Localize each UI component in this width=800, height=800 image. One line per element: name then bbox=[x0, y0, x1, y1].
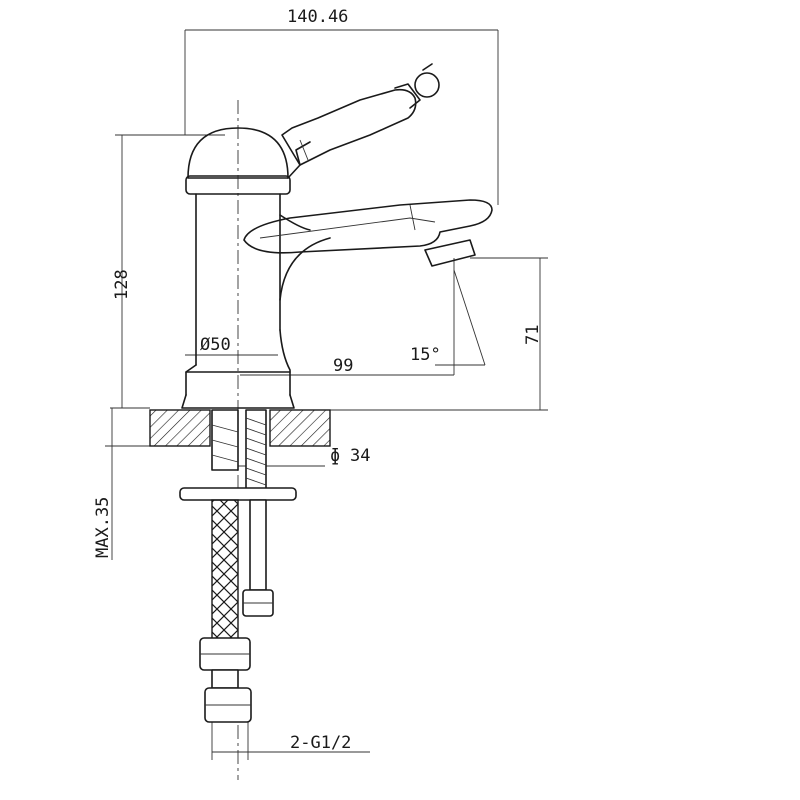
dimension-lines bbox=[105, 29, 548, 780]
base-flange bbox=[181, 394, 295, 409]
hole-diameter-label: 34 bbox=[350, 446, 370, 466]
handle-knob bbox=[414, 72, 440, 98]
hose-connector bbox=[211, 669, 239, 689]
faucet-body bbox=[181, 127, 331, 409]
max-deck-label: MAX.35 bbox=[93, 497, 113, 558]
mounting-rod-lower bbox=[249, 499, 267, 591]
spout-neck-curve bbox=[279, 237, 331, 301]
handle-body bbox=[281, 88, 417, 166]
base-diameter-label: Ø50 bbox=[200, 335, 231, 355]
dimension-labels: 140.46 128 Ø50 99 71 15° ɸ 34 MAX.35 2-G… bbox=[93, 7, 543, 753]
spout-neck-top bbox=[279, 214, 311, 231]
inlet-thread-label: 2-G1/2 bbox=[290, 733, 351, 753]
handle-stem bbox=[287, 141, 311, 179]
spout-angle-label: 15° bbox=[410, 345, 441, 365]
spout-height-label: 71 bbox=[523, 325, 543, 345]
spout-joint bbox=[409, 204, 416, 231]
lever-handle bbox=[281, 63, 440, 179]
thread-marks bbox=[211, 417, 267, 486]
mounting-washer bbox=[179, 487, 297, 501]
spout-line bbox=[259, 217, 436, 239]
braided-hose bbox=[211, 499, 239, 641]
body-column bbox=[195, 193, 281, 366]
spout-reach-label: 99 bbox=[333, 356, 353, 376]
deck-section bbox=[149, 409, 331, 501]
supply-hoses bbox=[199, 499, 274, 723]
aerator bbox=[424, 239, 476, 267]
mounting-shank bbox=[211, 409, 239, 471]
deck-right bbox=[269, 409, 331, 447]
overall-width-label: 140.46 bbox=[287, 7, 348, 27]
cap-ring bbox=[185, 175, 291, 195]
dome-cap bbox=[187, 127, 289, 179]
angle-line bbox=[453, 269, 486, 366]
threaded-rod bbox=[245, 409, 267, 491]
spout-body bbox=[243, 199, 493, 254]
spout bbox=[243, 199, 493, 267]
hole-diameter-symbol: ɸ bbox=[330, 446, 340, 466]
handle-tip bbox=[422, 63, 433, 71]
height-label: 128 bbox=[112, 269, 132, 300]
handle-collar bbox=[394, 83, 421, 109]
deck-left bbox=[149, 409, 211, 447]
handle-ring bbox=[299, 139, 309, 161]
